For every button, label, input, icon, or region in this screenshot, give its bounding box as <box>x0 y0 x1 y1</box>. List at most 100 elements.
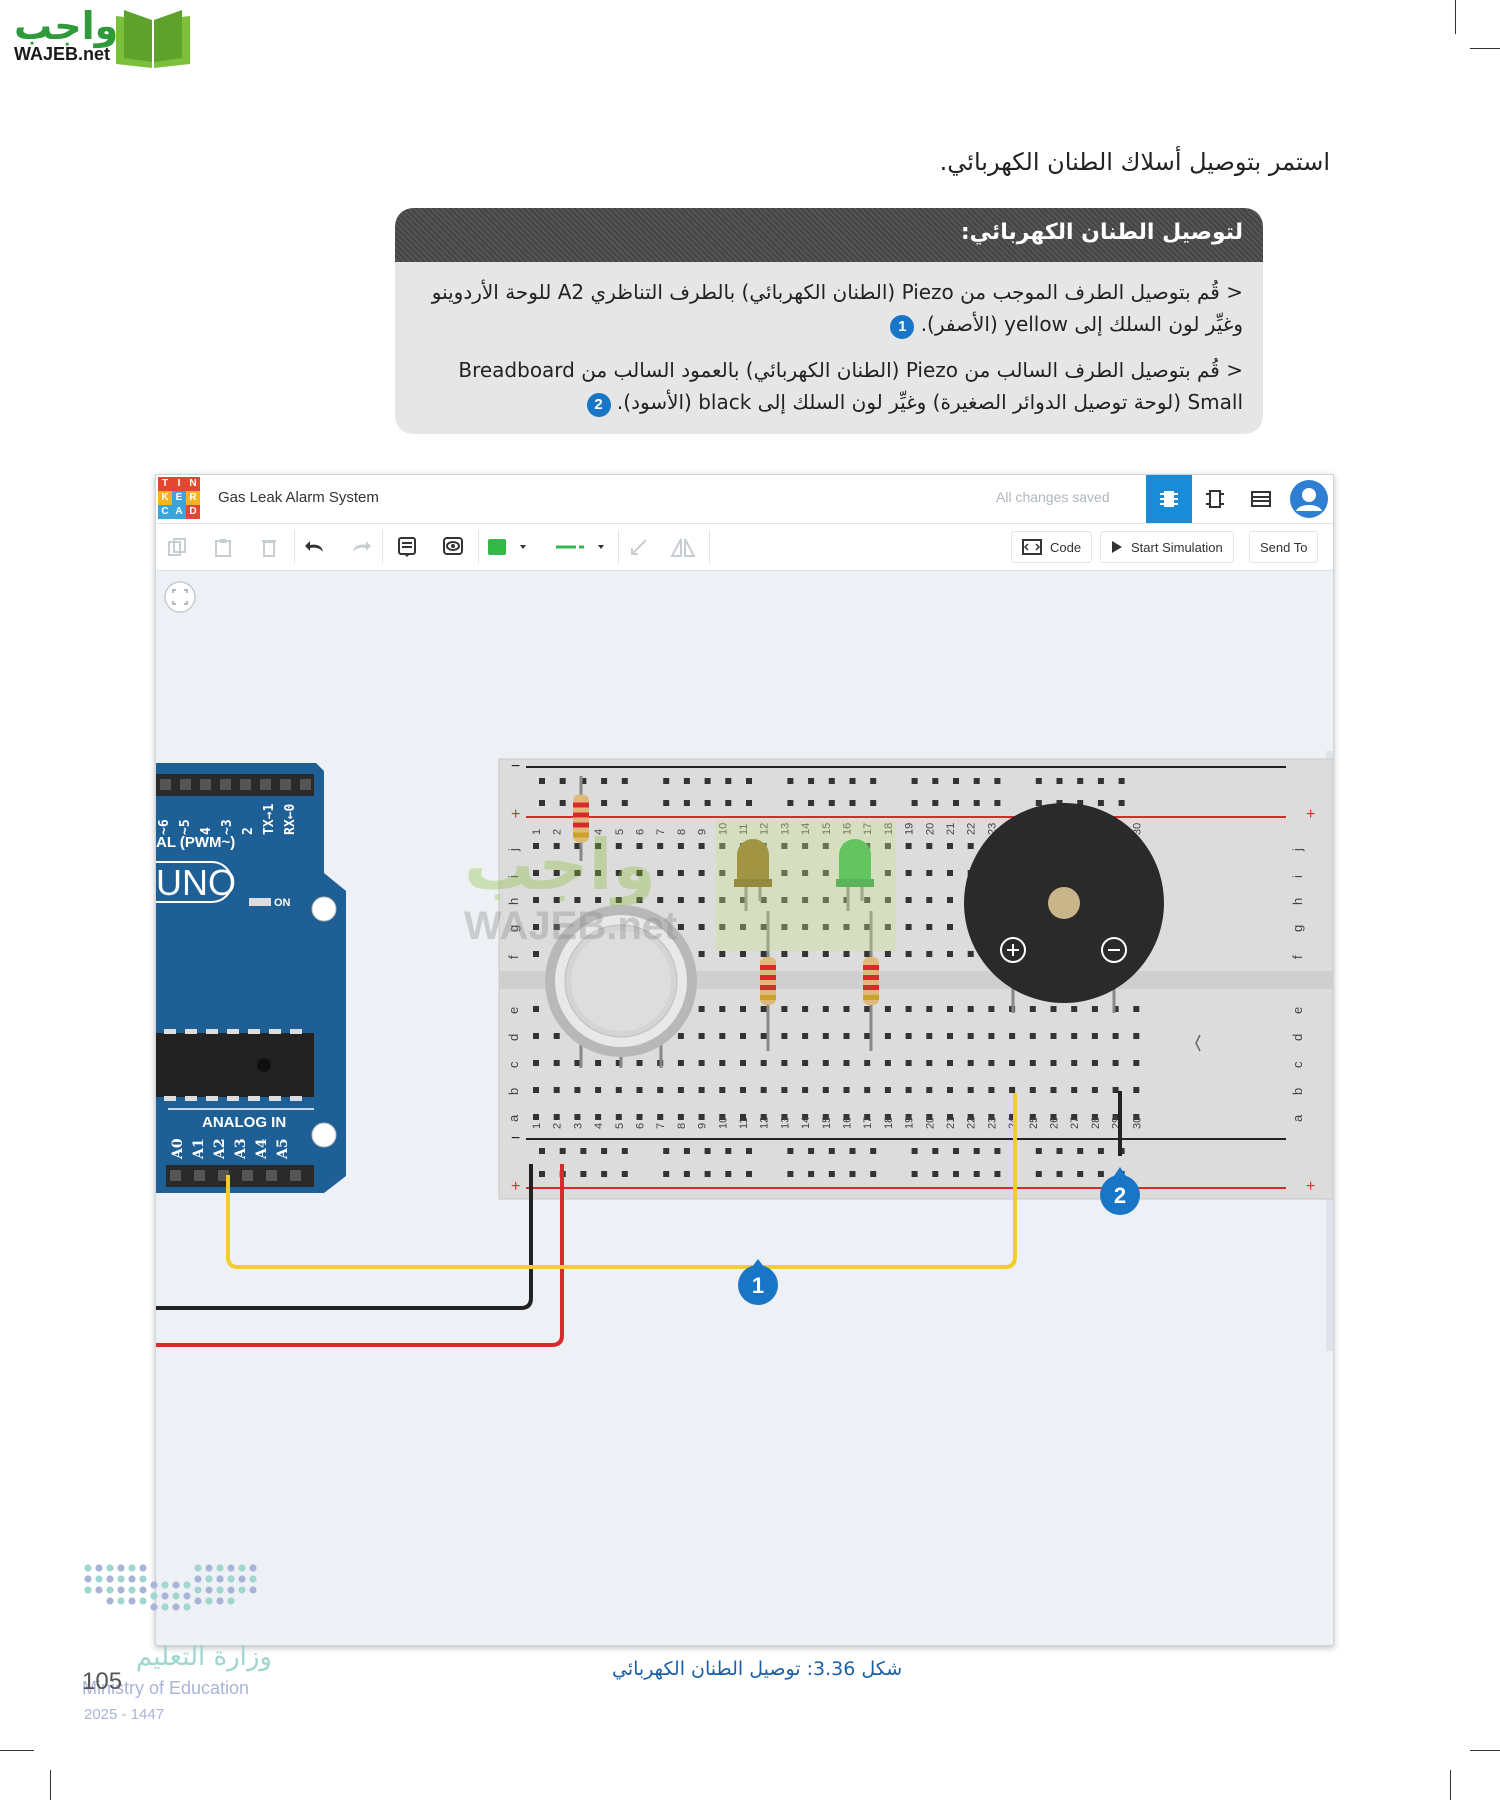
send-to-button[interactable]: Send To <box>1249 531 1319 563</box>
rail-hole <box>973 1148 980 1154</box>
black-wire-gnd[interactable] <box>156 1164 533 1310</box>
breadboard-hole <box>988 1087 995 1093</box>
figure-caption: شكل 3.36: توصيل الطنان الكهربائي <box>612 1658 903 1680</box>
code-button[interactable]: Code <box>1011 531 1093 563</box>
circuit-view-button[interactable] <box>1146 475 1192 523</box>
rail-hole <box>1035 1171 1042 1177</box>
gas-sensor[interactable] <box>545 905 697 1068</box>
start-simulation-button[interactable]: Start Simulation <box>1100 531 1234 563</box>
notes-button[interactable] <box>392 532 422 562</box>
design-title[interactable]: Gas Leak Alarm System <box>218 489 379 506</box>
rail-hole <box>559 800 566 806</box>
redo-button[interactable] <box>346 532 376 562</box>
chip-pin <box>185 1096 197 1101</box>
breadboard-hole <box>802 843 809 849</box>
instruction-header: لتوصيل الطنان الكهربائي: <box>395 208 1263 262</box>
user-avatar[interactable] <box>1286 475 1332 523</box>
ministry-logo: وزارة التعليم Ministry of Education 2025… <box>82 1560 282 1730</box>
header-pin <box>300 779 311 790</box>
column-number: 10 <box>717 1117 729 1129</box>
flip-button[interactable] <box>668 532 698 562</box>
breadboard-hole <box>802 951 809 957</box>
red-wire-5v[interactable] <box>156 1164 564 1347</box>
breadboard-hole <box>864 1114 871 1120</box>
breadboard-hole <box>1050 1060 1057 1066</box>
fit-icon <box>172 589 188 605</box>
header-pin <box>242 1170 253 1181</box>
copy-button[interactable] <box>162 532 192 562</box>
rail-hole <box>663 1171 670 1177</box>
breadboard-hole <box>760 1033 767 1039</box>
breadboard-hole <box>926 951 933 957</box>
paste-button[interactable] <box>208 532 238 562</box>
breadboard-hole <box>553 1060 560 1066</box>
breadboard-hole <box>884 870 891 876</box>
breadboard-hole <box>1091 1006 1098 1012</box>
yellow-wire-piezo-positive[interactable] <box>226 1093 1017 1269</box>
step-number-badge: 2 <box>586 393 611 417</box>
led-yellow[interactable] <box>734 839 772 911</box>
row-letter: f <box>1290 955 1305 959</box>
ministry-dot <box>161 1581 169 1589</box>
ministry-dot <box>227 1575 235 1583</box>
breadboard-hole <box>781 951 788 957</box>
resistor-yellow-led[interactable] <box>760 911 776 1051</box>
breadboard-hole <box>677 897 684 903</box>
delete-button[interactable] <box>254 532 284 562</box>
breadboard-hole <box>677 1114 684 1120</box>
column-number: 17 <box>862 823 874 835</box>
rail-hole <box>580 778 587 784</box>
breadboard-hole <box>1071 1114 1078 1120</box>
resistor-green-led[interactable] <box>863 911 879 1051</box>
breadboard-hole <box>615 843 622 849</box>
fit-view-button[interactable] <box>164 581 196 613</box>
column-number: 5 <box>614 829 626 835</box>
column-number: 16 <box>842 1117 854 1129</box>
undo-button[interactable] <box>300 532 330 562</box>
header-pin <box>180 779 191 790</box>
chip-pin <box>206 1096 218 1101</box>
component-list-button[interactable] <box>1238 475 1284 523</box>
column-number: 14 <box>800 1117 812 1129</box>
ministry-dot <box>95 1575 103 1583</box>
rail-hole <box>601 800 608 806</box>
row-letter: a <box>1290 1114 1305 1122</box>
digital-pin-label: ~6 <box>157 819 172 835</box>
schematic-view-button[interactable] <box>1192 475 1238 523</box>
row-letter: c <box>1290 1061 1305 1068</box>
rail-hole <box>704 778 711 784</box>
ministry-dot <box>216 1564 224 1572</box>
breadboard-hole <box>677 1060 684 1066</box>
breadboard-hole <box>905 1060 912 1066</box>
ministry-dot <box>183 1603 191 1611</box>
column-number: 30 <box>1131 1117 1143 1129</box>
rotate-button[interactable] <box>624 532 654 562</box>
notes-visibility-button[interactable] <box>438 532 468 562</box>
analog-pin-label: A2 <box>212 1138 228 1160</box>
header-pin <box>266 1170 277 1181</box>
breadboard-hole <box>1091 1060 1098 1066</box>
column-number: 3 <box>572 1123 584 1129</box>
panel-collapse-icon[interactable] <box>1195 1034 1201 1052</box>
rail-hole <box>559 778 566 784</box>
on-label: ON <box>274 897 291 909</box>
resistor-top[interactable] <box>573 776 589 861</box>
marker-2: 2 <box>1100 1167 1140 1215</box>
logo-letter: K <box>158 491 172 505</box>
breadboard-hole <box>905 951 912 957</box>
wire-type-picker[interactable] <box>554 532 610 562</box>
breadboard-hole <box>802 1114 809 1120</box>
toolbar-divider <box>294 530 295 564</box>
rail-hole <box>911 1171 918 1177</box>
play-icon <box>1112 541 1122 553</box>
rail-hole <box>663 800 670 806</box>
piezo-buzzer[interactable] <box>964 803 1164 1013</box>
wire-color-picker[interactable] <box>486 532 532 562</box>
crop-mark <box>0 1750 34 1751</box>
led-green[interactable] <box>836 839 874 911</box>
column-number: 21 <box>945 1117 957 1129</box>
breadboard-hole <box>574 1060 581 1066</box>
